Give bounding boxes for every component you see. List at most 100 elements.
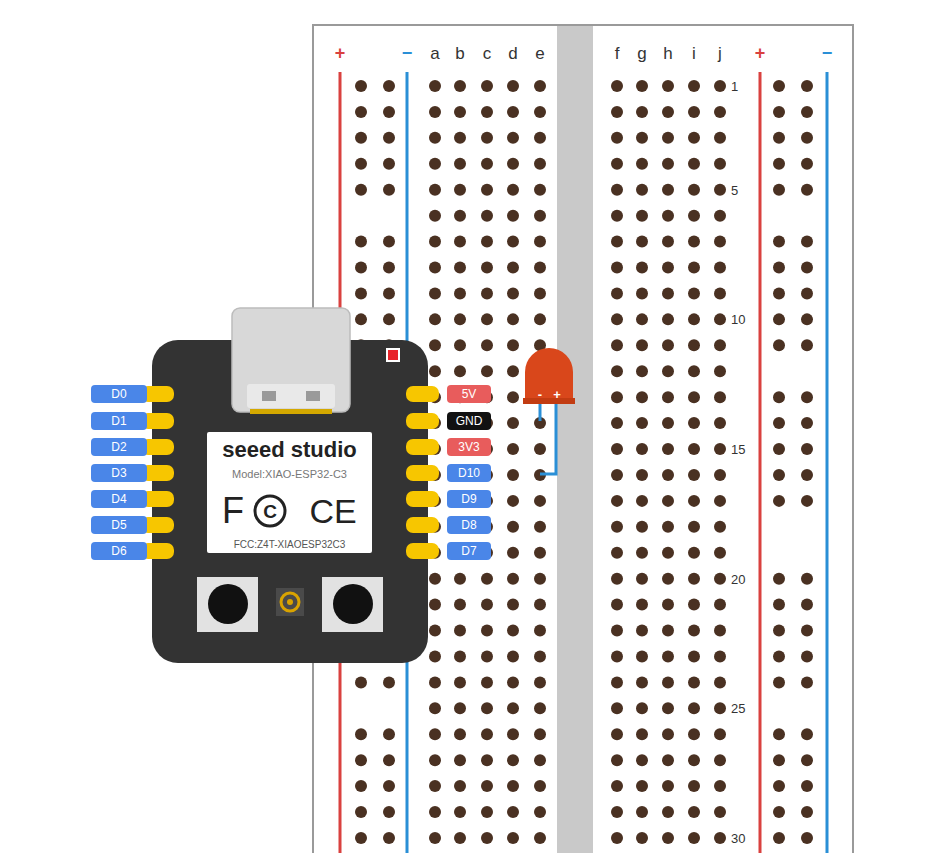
hole xyxy=(507,236,519,248)
hole xyxy=(534,443,546,455)
column-letter: a xyxy=(430,45,439,62)
hole xyxy=(534,728,546,740)
hole xyxy=(662,832,674,844)
hole xyxy=(688,676,700,688)
pin-pad xyxy=(406,465,439,481)
rail-hole xyxy=(801,495,813,507)
rail-hole xyxy=(383,728,395,740)
hole xyxy=(611,443,623,455)
hole xyxy=(534,262,546,274)
hole xyxy=(662,313,674,325)
hole xyxy=(636,495,648,507)
hole xyxy=(534,547,546,559)
rail-line-red xyxy=(759,72,762,853)
brand-name: seeed studio xyxy=(222,439,356,461)
hole xyxy=(714,495,726,507)
hole xyxy=(611,417,623,429)
hole xyxy=(714,313,726,325)
pin-name: D8 xyxy=(461,519,476,531)
hole xyxy=(636,832,648,844)
rail-hole xyxy=(355,287,367,299)
rail-hole xyxy=(355,780,367,792)
hole xyxy=(454,236,466,248)
hole xyxy=(481,780,493,792)
hole xyxy=(454,625,466,637)
hole xyxy=(507,599,519,611)
hole xyxy=(611,625,623,637)
hole xyxy=(611,650,623,662)
pin-name: D5 xyxy=(111,519,126,531)
hole xyxy=(662,80,674,92)
rail-hole xyxy=(383,287,395,299)
hole xyxy=(662,676,674,688)
hole xyxy=(662,339,674,351)
rail-hole xyxy=(801,287,813,299)
hole xyxy=(636,599,648,611)
hole xyxy=(534,806,546,818)
rail-hole xyxy=(355,158,367,170)
hole xyxy=(688,158,700,170)
hole xyxy=(534,158,546,170)
rail-hole xyxy=(801,676,813,688)
rail-hole xyxy=(773,339,785,351)
hole xyxy=(714,806,726,818)
hole xyxy=(688,754,700,766)
hole xyxy=(688,184,700,196)
hole xyxy=(429,106,441,118)
hole xyxy=(507,158,519,170)
hole xyxy=(429,754,441,766)
pin-name: GND xyxy=(456,415,483,427)
hole xyxy=(662,443,674,455)
board-body xyxy=(152,340,428,663)
rail-hole xyxy=(801,443,813,455)
rail-sign: − xyxy=(402,44,413,62)
hole xyxy=(662,754,674,766)
rail-hole xyxy=(383,262,395,274)
rail-hole xyxy=(355,262,367,274)
hole xyxy=(454,573,466,585)
rail-hole xyxy=(801,573,813,585)
pin-pad xyxy=(406,491,439,507)
hole xyxy=(481,625,493,637)
hole xyxy=(662,469,674,481)
hole xyxy=(688,417,700,429)
hole xyxy=(534,313,546,325)
column-letter: d xyxy=(508,45,517,62)
rail-hole xyxy=(383,780,395,792)
hole xyxy=(688,547,700,559)
hole xyxy=(507,287,519,299)
rail-hole xyxy=(773,313,785,325)
hole xyxy=(636,806,648,818)
usb-slot xyxy=(247,384,335,408)
hole xyxy=(714,832,726,844)
usb-contacts xyxy=(250,409,332,414)
hole xyxy=(507,832,519,844)
rail-hole xyxy=(801,262,813,274)
hole xyxy=(454,339,466,351)
hole xyxy=(662,599,674,611)
hole xyxy=(534,80,546,92)
hole xyxy=(688,832,700,844)
hole xyxy=(481,236,493,248)
hole xyxy=(507,754,519,766)
hole xyxy=(636,754,648,766)
hole xyxy=(611,210,623,222)
hole xyxy=(714,417,726,429)
hole xyxy=(454,832,466,844)
hole xyxy=(636,132,648,144)
row-number: 20 xyxy=(731,572,745,585)
pin-name: 5V xyxy=(462,388,477,400)
hole xyxy=(534,106,546,118)
led-polarity: + xyxy=(553,388,561,401)
rail-hole xyxy=(801,184,813,196)
hole xyxy=(454,806,466,818)
hole xyxy=(636,547,648,559)
hole xyxy=(507,365,519,377)
hole xyxy=(688,106,700,118)
hole xyxy=(714,547,726,559)
hole xyxy=(662,287,674,299)
hole xyxy=(688,313,700,325)
hole xyxy=(662,184,674,196)
fcc-logo: F xyxy=(222,493,244,529)
hole xyxy=(611,262,623,274)
